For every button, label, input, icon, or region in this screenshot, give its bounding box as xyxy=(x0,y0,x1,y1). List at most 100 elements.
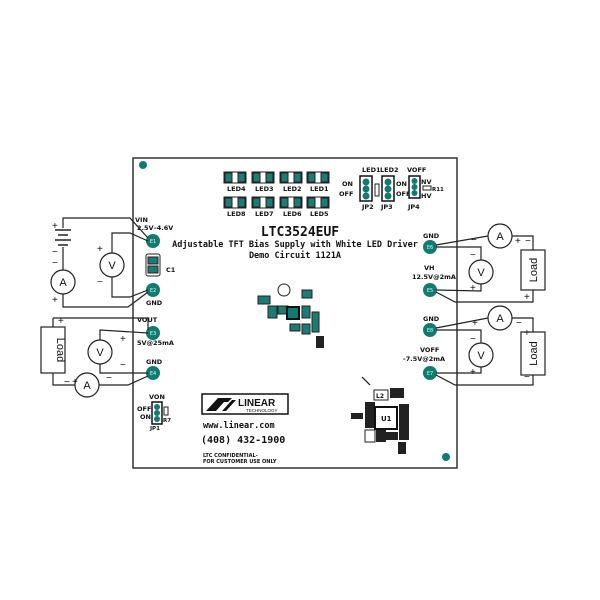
jp1-on-label: ON xyxy=(140,413,151,421)
jp1-label: JP1 xyxy=(149,426,160,432)
minus-sign: − xyxy=(52,258,58,269)
terminal-e3[interactable]: E3 VOUT 5V@25mA xyxy=(137,316,174,347)
minus-sign: − xyxy=(516,318,522,329)
jumper-jp2[interactable]: LED1 ON OFF JP2 xyxy=(339,166,387,211)
plus-sign: + xyxy=(120,334,126,345)
plus-sign: + xyxy=(524,328,530,339)
voff-load-circuit xyxy=(435,317,534,386)
led-led8: LED8 xyxy=(223,196,247,218)
terminal-rating: 2.5V–4.6V xyxy=(137,224,173,232)
voltmeter-symbol: V xyxy=(468,342,494,368)
led-label: LED2 xyxy=(283,185,302,193)
board-subtitle: Adjustable TFT Bias Supply with White LE… xyxy=(172,239,418,250)
plus-sign: + xyxy=(72,377,78,388)
terminal-id: E3 xyxy=(150,331,156,337)
plus-sign: + xyxy=(524,292,530,303)
mounting-hole xyxy=(139,161,147,169)
website-label: www.linear.com xyxy=(203,420,275,431)
load-vout: Load xyxy=(40,326,66,374)
led-label: LED3 xyxy=(255,185,274,193)
ammeter-letter: A xyxy=(496,231,504,243)
voltmeter-letter: V xyxy=(477,350,485,362)
jp4-label: JP4 xyxy=(407,203,420,211)
voltmeter-letter: V xyxy=(96,347,104,359)
center-ic-cluster xyxy=(257,283,324,348)
led-label: LED6 xyxy=(283,210,302,218)
terminal-rating: 5V@25mA xyxy=(137,339,174,347)
jp1-off-label: OFF xyxy=(137,405,151,413)
jp4-hv-label: HV xyxy=(421,192,431,200)
jumper-jp3[interactable]: LED2 ON OFF JP3 xyxy=(380,166,410,211)
led-label: LED5 xyxy=(310,210,329,218)
terminal-label: VH xyxy=(424,264,434,272)
r11-label: R11 xyxy=(432,187,444,193)
jumper-jp1[interactable]: VON OFF ON R7 JP1 xyxy=(137,393,171,432)
led-label: LED4 xyxy=(227,185,246,193)
confidential-line-2: FOR CUSTOMER USE ONLY xyxy=(203,459,277,465)
voltmeter-letter: V xyxy=(108,260,116,272)
jp3-label: JP3 xyxy=(380,203,393,211)
load-voff: Load xyxy=(520,331,546,376)
jp3-title: LED2 xyxy=(380,166,399,174)
l2-label: L2 xyxy=(376,393,384,400)
svg-text:LINEAR: LINEAR xyxy=(238,398,276,409)
ammeter-letter: A xyxy=(59,277,67,289)
terminal-id: E5 xyxy=(427,288,433,294)
minus-sign: − xyxy=(120,360,126,371)
led-led1: LED1 xyxy=(306,171,330,193)
terminal-label: VIN xyxy=(135,216,148,224)
minus-sign: − xyxy=(470,250,476,261)
minus-sign: − xyxy=(525,236,531,247)
u1-cluster: L2 U1 xyxy=(351,376,409,454)
minus-sign: − xyxy=(52,247,58,258)
vh-load-circuit xyxy=(435,235,534,303)
minus-sign: − xyxy=(64,377,70,388)
plus-sign: + xyxy=(515,236,521,247)
led-led2: LED2 xyxy=(279,171,303,193)
terminal-label: VOFF xyxy=(420,346,439,354)
part-number: LTC3524EUF xyxy=(261,225,339,240)
led-led7: LED7 xyxy=(251,196,275,218)
load-label: Load xyxy=(528,258,540,282)
terminal-label: GND xyxy=(423,232,440,240)
terminal-label: GND xyxy=(146,299,163,307)
r7-label: R7 xyxy=(163,418,171,424)
led-led5: LED5 xyxy=(306,196,330,218)
capacitor-c1: C1 xyxy=(145,253,176,277)
terminal-id: E2 xyxy=(150,288,156,294)
voltmeter-letter: V xyxy=(477,267,485,279)
terminal-id: E4 xyxy=(150,371,156,377)
ammeter-symbol: A xyxy=(50,269,76,295)
jp4-title: VOFF xyxy=(407,166,426,174)
terminal-label: VOUT xyxy=(137,316,158,324)
ammeter-letter: A xyxy=(83,380,91,392)
jumper-jp4[interactable]: VOFF NV HV R11 JP4 xyxy=(407,166,444,211)
led-label: LED7 xyxy=(255,210,274,218)
ammeter-letter: A xyxy=(496,313,504,325)
plus-sign: + xyxy=(52,221,58,232)
confidential-line-1: LTC CONFIDENTIAL- xyxy=(203,453,258,459)
jp2-on-label: ON xyxy=(342,180,353,188)
jp2-label: JP2 xyxy=(361,203,374,211)
mounting-hole xyxy=(442,453,450,461)
plus-sign: + xyxy=(52,295,58,306)
voltmeter-symbol: V xyxy=(87,339,113,365)
minus-sign: − xyxy=(97,277,103,288)
phone-label: (408) 432-1900 xyxy=(201,435,285,446)
vout-load-circuit xyxy=(52,317,149,386)
plus-sign: + xyxy=(58,316,64,327)
c1-label: C1 xyxy=(166,266,176,274)
terminal-id: E8 xyxy=(427,328,433,334)
led-led4: LED4 xyxy=(223,171,247,193)
plus-sign: + xyxy=(470,367,476,378)
load-label: Load xyxy=(528,341,540,365)
